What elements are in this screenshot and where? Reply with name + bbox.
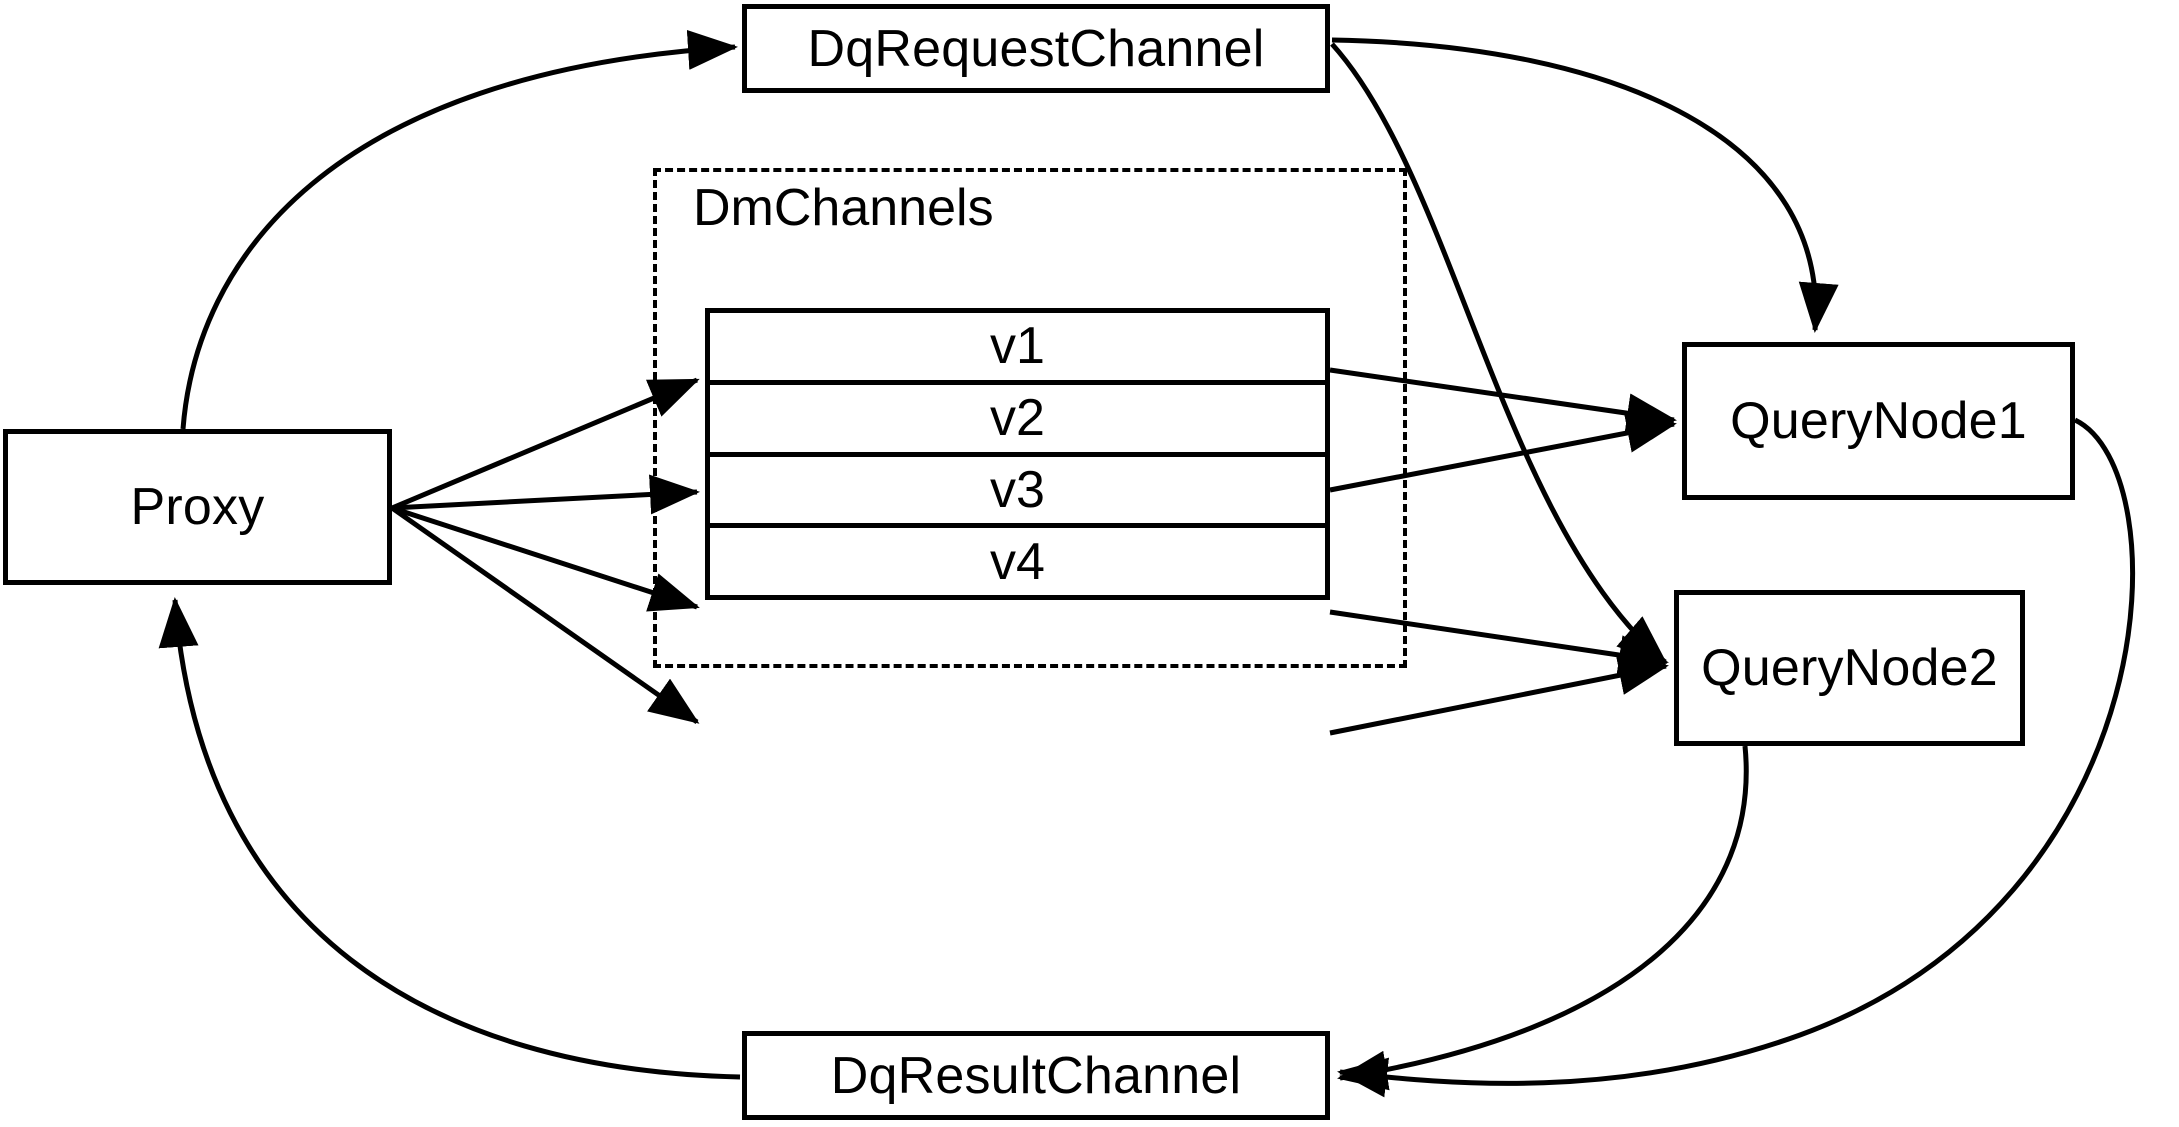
node-dq-result-channel[interactable]: DqResultChannel <box>742 1031 1330 1120</box>
node-dq-request-channel[interactable]: DqRequestChannel <box>742 4 1330 93</box>
edge-querynode1-to-dqresultchannel <box>1337 417 2135 1098</box>
node-query-node-2[interactable]: QueryNode2 <box>1674 590 2025 746</box>
edge-proxy-to-v4 <box>390 505 700 725</box>
node-query-node-2-label: QueryNode2 <box>1701 639 1998 697</box>
group-dmchannels: DmChannels <box>653 168 1407 668</box>
edge-v1-to-querynode1 <box>1329 367 1677 434</box>
channel-row-v3[interactable]: v3 <box>710 456 1325 529</box>
channel-row-v4[interactable]: v4 <box>710 528 1325 595</box>
edge-v2-to-querynode1 <box>1329 413 1677 493</box>
edge-proxy-to-dqrequestchannel <box>180 29 738 430</box>
edge-dqresultchannel-to-proxy <box>158 597 741 1080</box>
channel-label-v4: v4 <box>990 532 1045 591</box>
node-proxy[interactable]: Proxy <box>3 429 392 585</box>
edge-v4-to-querynode2 <box>1329 655 1669 736</box>
edge-v3-to-querynode2 <box>1329 609 1669 675</box>
node-query-node-1[interactable]: QueryNode1 <box>1682 342 2075 500</box>
node-proxy-label: Proxy <box>130 478 265 536</box>
channel-row-v2[interactable]: v2 <box>710 384 1325 457</box>
channel-table: v1 v2 v3 v4 <box>705 308 1330 600</box>
channel-label-v3: v3 <box>990 460 1045 519</box>
channel-label-v2: v2 <box>990 389 1045 448</box>
edge-proxy-to-v2 <box>391 474 700 515</box>
node-query-node-1-label: QueryNode1 <box>1730 392 2027 450</box>
channel-row-v1[interactable]: v1 <box>710 313 1325 385</box>
channel-label-v1: v1 <box>990 317 1045 376</box>
edge-querynode2-to-dqresultchannel <box>1337 745 1749 1091</box>
edge-proxy-to-v1 <box>391 377 700 511</box>
group-dmchannels-label: DmChannels <box>693 179 994 237</box>
node-dq-request-channel-label: DqRequestChannel <box>807 19 1265 78</box>
edge-dqrequestchannel-to-querynode1 <box>1331 37 1839 333</box>
node-dq-result-channel-label: DqResultChannel <box>830 1046 1242 1105</box>
edge-proxy-to-v3 <box>391 505 700 612</box>
edge-dqrequestchannel-to-querynode2 <box>1330 42 1668 664</box>
